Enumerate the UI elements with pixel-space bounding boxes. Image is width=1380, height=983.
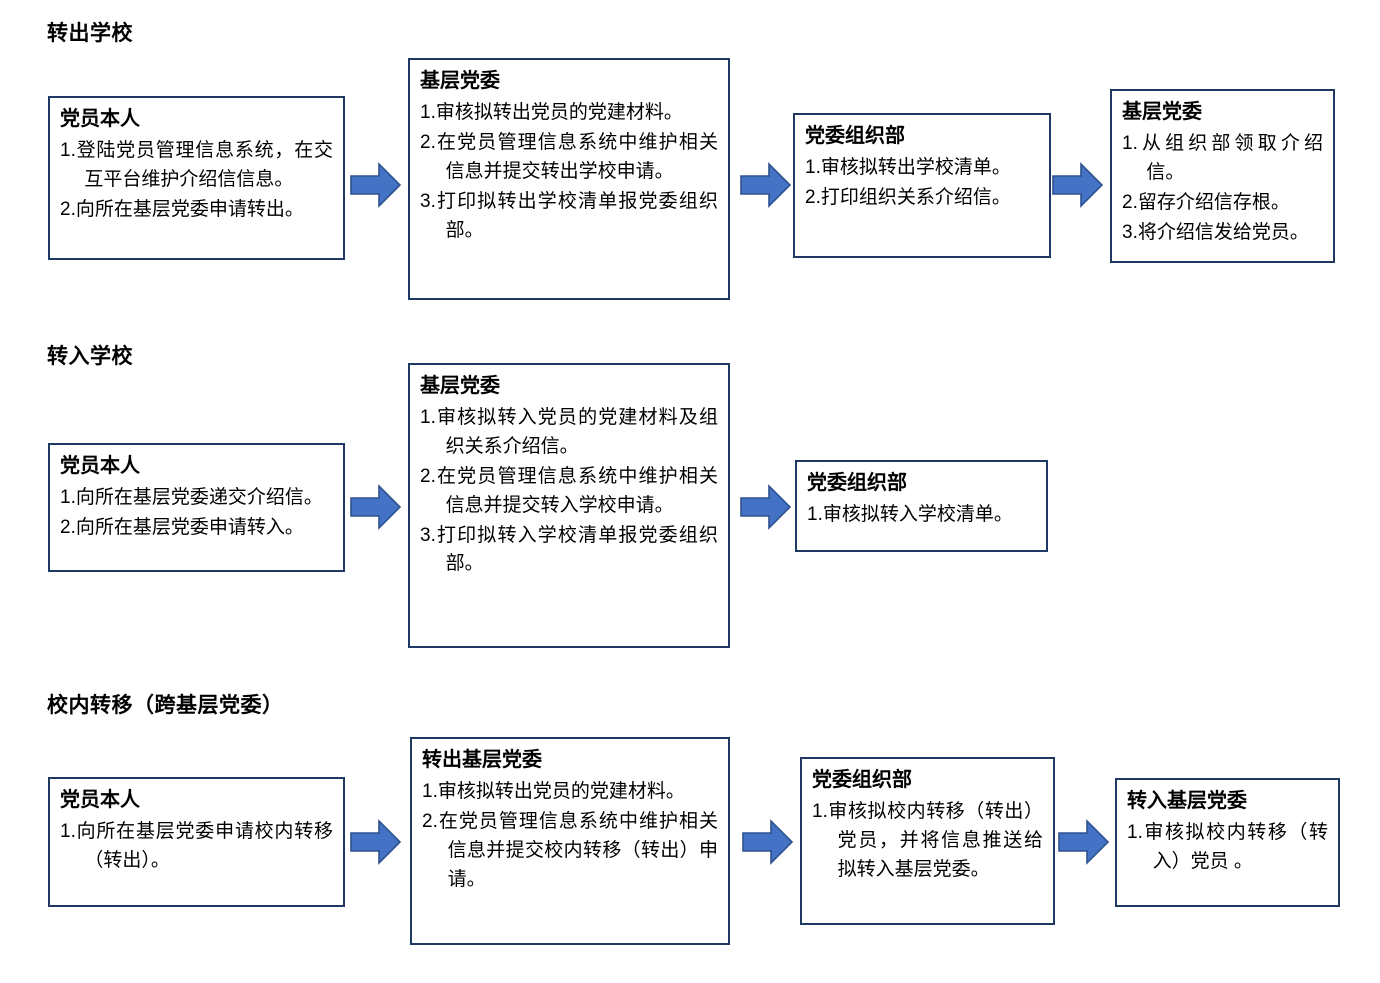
box-title: 党员本人 (60, 789, 140, 811)
box-in-member[interactable]: 党员本人 1.向所在基层党委递交介绍信。 2.向所在基层党委申请转入。 (48, 443, 345, 572)
flow-arrow-right-icon (740, 484, 792, 530)
list-item: 2.向所在基层党委申请转入。 (60, 516, 304, 538)
box-item-list: 1.审核拟转出党员的党建材料。 2.在党员管理信息系统中维护相关信息并提交校内转… (422, 778, 718, 895)
section-title-transfer-in: 转入学校 (47, 345, 133, 368)
flow-arrow-right-icon (740, 162, 792, 208)
box-title: 党委组织部 (812, 769, 912, 791)
box-internal-in-committee[interactable]: 转入基层党委 1.审核拟校内转移（转入）党员 。 (1115, 778, 1340, 907)
box-internal-member[interactable]: 党员本人 1.向所在基层党委申请校内转移（转出）。 (48, 777, 345, 907)
flow-arrow-right-icon (1058, 819, 1110, 865)
box-item-list: 1.审核拟转出党员的党建材料。 2.在党员管理信息系统中维护相关信息并提交转出学… (420, 99, 718, 245)
box-internal-organization-department[interactable]: 党委组织部 1.审核拟校内转移（转出）党员，并将信息推送给拟转入基层党委。 (800, 757, 1055, 925)
box-title: 基层党委 (1122, 101, 1202, 123)
box-title: 基层党委 (420, 375, 500, 397)
list-item: 1.从组织部领取介绍信。 (1122, 133, 1323, 183)
list-item: 1.登陆党员管理信息系统，在交互平台维护介绍信信息。 (60, 140, 333, 190)
box-item-list: 1.向所在基层党委递交介绍信。 2.向所在基层党委申请转入。 (60, 484, 333, 543)
list-item: 2.打印组织关系介绍信。 (805, 186, 1011, 208)
box-in-grassroots-party-committee[interactable]: 基层党委 1.审核拟转入党员的党建材料及组织关系介绍信。 2.在党员管理信息系统… (408, 363, 730, 648)
box-item-list: 1.审核拟校内转移（转出）党员，并将信息推送给拟转入基层党委。 (812, 798, 1043, 885)
box-out-organization-department[interactable]: 党委组织部 1.审核拟转出学校清单。 2.打印组织关系介绍信。 (793, 113, 1051, 258)
box-title: 党员本人 (60, 108, 140, 130)
flow-arrow-right-icon (350, 484, 402, 530)
list-item: 3.打印拟转入学校清单报党委组织部。 (420, 524, 718, 575)
list-item: 3.打印拟转出学校清单报党委组织部。 (420, 190, 718, 241)
list-item: 2.在党员管理信息系统中维护相关信息并提交转入学校申请。 (420, 465, 718, 516)
list-item: 2.向所在基层党委申请转出。 (60, 198, 304, 220)
box-title: 党委组织部 (807, 472, 907, 494)
list-item: 1.审核拟转入学校清单。 (807, 504, 1013, 525)
list-item: 1.审核拟转入党员的党建材料及组织关系介绍信。 (420, 407, 718, 457)
list-item: 1.审核拟转出党员的党建材料。 (422, 781, 685, 802)
list-item: 2.在党员管理信息系统中维护相关信息并提交校内转移（转出）申请。 (422, 810, 718, 890)
box-title: 党员本人 (60, 455, 140, 477)
flow-arrow-right-icon (350, 162, 402, 208)
box-item-list: 1.审核拟转出学校清单。 2.打印组织关系介绍信。 (805, 154, 1039, 213)
box-item-list: 1.从组织部领取介绍信。 2.留存介绍信存根。 3.将介绍信发给党员。 (1122, 130, 1323, 248)
list-item: 2.留存介绍信存根。 (1122, 191, 1290, 213)
list-item: 1.审核拟转出学校清单。 (805, 157, 1011, 178)
list-item: 1.审核拟转出党员的党建材料。 (420, 102, 683, 123)
list-item: 2.在党员管理信息系统中维护相关信息并提交转出学校申请。 (420, 131, 718, 182)
flow-arrow-right-icon (1052, 162, 1104, 208)
box-title: 转入基层党委 (1127, 790, 1247, 812)
list-item: 3.将介绍信发给党员。 (1122, 221, 1309, 243)
box-item-list: 1.登陆党员管理信息系统，在交互平台维护介绍信信息。 2.向所在基层党委申请转出… (60, 137, 333, 225)
box-title: 党委组织部 (805, 125, 905, 147)
box-title: 基层党委 (420, 70, 500, 92)
flow-arrow-right-icon (350, 819, 402, 865)
list-item: 1.审核拟校内转移（转出）党员，并将信息推送给拟转入基层党委。 (812, 801, 1043, 880)
box-out-grassroots-party-committee-2[interactable]: 基层党委 1.从组织部领取介绍信。 2.留存介绍信存根。 3.将介绍信发给党员。 (1110, 89, 1335, 263)
box-item-list: 1.审核拟转入学校清单。 (807, 501, 1036, 530)
list-item: 1.向所在基层党委递交介绍信。 (60, 487, 323, 508)
section-title-transfer-out: 转出学校 (47, 22, 133, 45)
list-item: 1.向所在基层党委申请校内转移（转出）。 (60, 821, 333, 871)
box-internal-out-committee[interactable]: 转出基层党委 1.审核拟转出党员的党建材料。 2.在党员管理信息系统中维护相关信… (410, 737, 730, 945)
flow-arrow-right-icon (742, 819, 794, 865)
list-item: 1.审核拟校内转移（转入）党员 。 (1127, 822, 1328, 872)
box-item-list: 1.审核拟转入党员的党建材料及组织关系介绍信。 2.在党员管理信息系统中维护相关… (420, 404, 718, 579)
box-in-organization-department[interactable]: 党委组织部 1.审核拟转入学校清单。 (795, 460, 1048, 552)
box-title: 转出基层党委 (422, 749, 542, 771)
box-out-member[interactable]: 党员本人 1.登陆党员管理信息系统，在交互平台维护介绍信信息。 2.向所在基层党… (48, 96, 345, 260)
section-title-internal-transfer: 校内转移（跨基层党委） (47, 694, 284, 717)
box-item-list: 1.向所在基层党委申请校内转移（转出）。 (60, 818, 333, 876)
box-out-grassroots-party-committee[interactable]: 基层党委 1.审核拟转出党员的党建材料。 2.在党员管理信息系统中维护相关信息并… (408, 58, 730, 300)
box-item-list: 1.审核拟校内转移（转入）党员 。 (1127, 819, 1328, 877)
